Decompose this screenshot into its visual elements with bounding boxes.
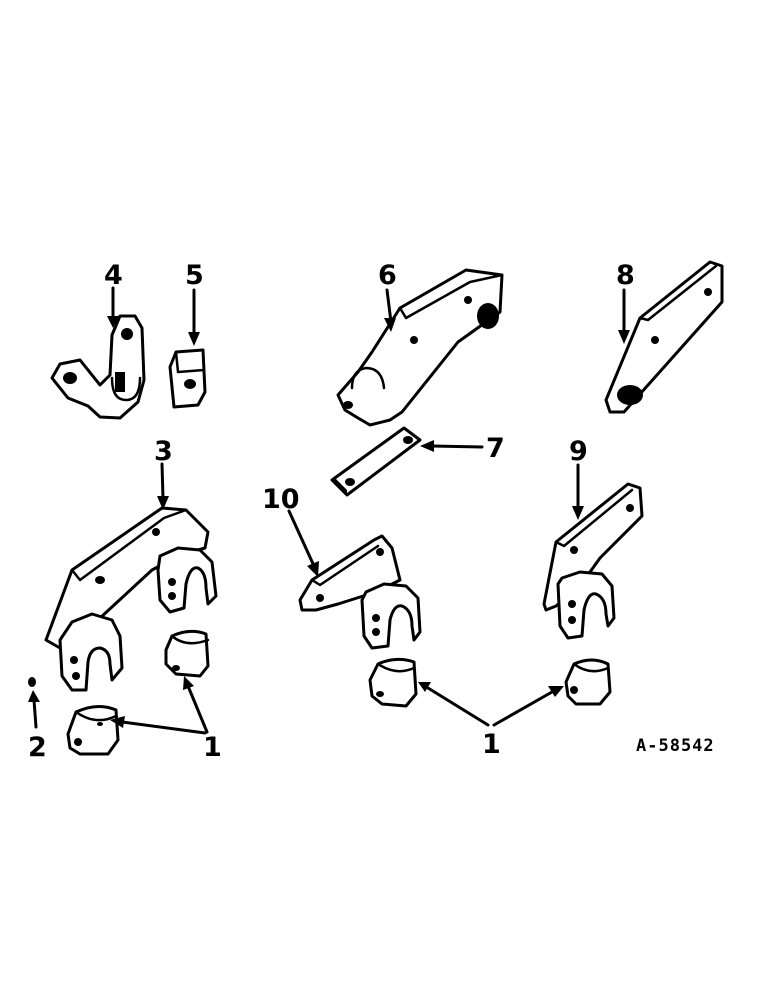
part-4-bent-bracket	[50, 314, 146, 420]
arrowhead-1b-left	[418, 682, 431, 692]
part-1-block-right-left	[368, 657, 418, 708]
leader-1b-left	[426, 686, 490, 727]
callout-7: 7	[486, 433, 505, 464]
callout-1-right: 1	[482, 729, 501, 760]
callout-3: 3	[154, 436, 173, 467]
part-6-plate-with-clamp	[336, 268, 504, 427]
callout-8: 8	[616, 260, 635, 291]
leader-1a-left	[120, 720, 207, 735]
arrowhead-6	[384, 318, 396, 332]
arrowhead-1a-left	[110, 716, 125, 728]
arrowhead-1b-right	[548, 686, 564, 697]
arrowhead-4	[107, 316, 119, 328]
part-8-flat-plate	[604, 260, 724, 414]
callout-6: 6	[378, 260, 397, 291]
callout-10: 10	[262, 484, 300, 515]
arrowhead-2	[28, 690, 40, 702]
leader-6	[385, 288, 393, 324]
arrowhead-1a-up	[183, 676, 194, 690]
callout-labels: 4 5 6 8 7 3 9 10 2 1 1	[28, 260, 635, 763]
leader-7	[430, 444, 484, 449]
arrowhead-8	[618, 330, 630, 344]
callout-1-left: 1	[203, 732, 222, 763]
part-7-flat-strap	[330, 426, 422, 497]
part-1-block-right-right	[564, 658, 612, 706]
arrowhead-3	[157, 496, 169, 510]
arrowhead-5	[188, 332, 200, 346]
part-10-bracket	[298, 534, 422, 650]
part-9-bracket	[542, 482, 644, 640]
callout-5: 5	[185, 260, 204, 291]
reference-number: A-58542	[636, 736, 715, 756]
arrowhead-9	[572, 506, 584, 520]
part-3-long-bracket	[44, 506, 218, 692]
part-1-block-left-upper	[164, 629, 210, 678]
arrowhead-10	[307, 561, 319, 577]
part-5-square-spacer	[168, 348, 207, 409]
arrowhead-7	[420, 440, 434, 452]
part-2-small-ball	[28, 677, 36, 687]
leader-lines	[28, 286, 630, 735]
leader-2	[32, 698, 38, 729]
leader-3	[160, 462, 165, 500]
callout-4: 4	[104, 260, 123, 291]
part-1-block-left-lower	[66, 705, 120, 756]
callout-9: 9	[569, 436, 588, 467]
leader-1b-right	[492, 690, 554, 727]
callout-2: 2	[28, 732, 47, 763]
leader-1a-up	[186, 684, 209, 734]
leader-10	[287, 509, 316, 568]
